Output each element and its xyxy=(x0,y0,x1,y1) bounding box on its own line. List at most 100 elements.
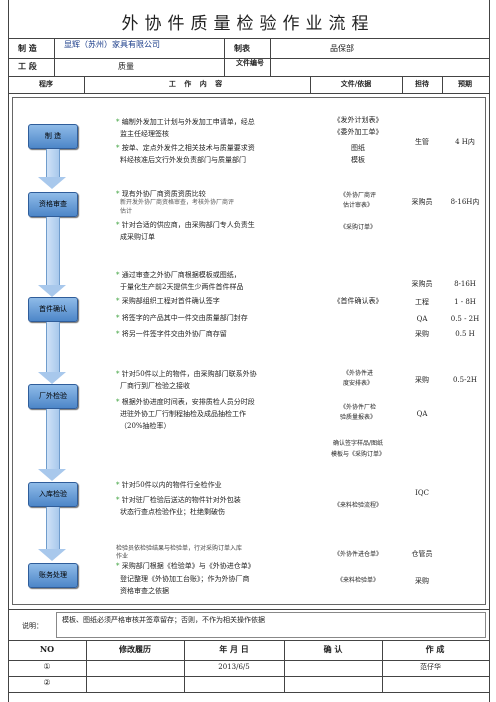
step3-owner1: 采购员 xyxy=(411,280,433,288)
step3-doc1: 《首件确认表》 xyxy=(333,297,383,305)
col-header-content: 工 作 内 容 xyxy=(168,79,226,88)
step3-line3: * 采购部组织工程对首件确认签字 xyxy=(116,297,220,305)
zhizhi-label: 制表 xyxy=(234,43,250,53)
flow-arrow xyxy=(38,409,66,481)
flow-arrow xyxy=(38,507,66,561)
step1-doc3: 图纸 xyxy=(351,144,365,152)
step1-doc1: 《发外计划表》 xyxy=(333,116,383,124)
rev-header-history: 修改履历 xyxy=(119,644,151,654)
step5-doc3: 《来料检验流程》 xyxy=(333,502,382,509)
step4-line2: 厂商行到厂检验之接收 xyxy=(120,382,190,390)
note-text: 模板、图纸必须严格审核并签章留存；否则，不作为相关操作依据 xyxy=(62,616,265,624)
step1-line3: * 按单、定点外发件之相关技术与质量要求资 xyxy=(116,144,255,152)
rev-row2-no: ② xyxy=(43,678,51,687)
step3-owner4: 采购 xyxy=(415,330,429,338)
col-header-owner: 担待 xyxy=(415,79,429,88)
step2-line2: 新开发外协厂商资格审查，考核外协厂商评 xyxy=(120,199,235,206)
step2-owner: 采购员 xyxy=(411,198,433,206)
docno-label: 文件编号 xyxy=(236,58,264,67)
step2-doc3: 《采购订单》 xyxy=(339,224,376,231)
step5-doc2: 模板与《采购订单》 xyxy=(330,451,385,458)
step2-line5: 成采购订单 xyxy=(120,233,155,241)
step3-time1: 8-16H xyxy=(454,280,476,288)
step-box-incoming-inspection: 入库检验 xyxy=(28,482,78,507)
step4-line3: * 根据外协进度时间表，安排质检人员分时段 xyxy=(116,398,255,406)
rev-row1-author: 范仔华 xyxy=(420,663,441,671)
step-box-external-inspection: 厂外检验 xyxy=(28,384,78,409)
flow-arrow xyxy=(38,322,66,384)
step1-line4: 料经核准后文行外发负责部门与质量部门 xyxy=(120,156,246,164)
step3-line1: * 通过审查之外协厂商根据模板或图纸， xyxy=(116,271,241,279)
rev-header-author: 作 成 xyxy=(425,644,445,654)
step4-owner2: QA xyxy=(416,410,428,418)
step6-owner1: 仓管员 xyxy=(411,550,433,558)
step6-doc1: 《外协件进仓单》 xyxy=(333,551,382,558)
step2-line3: 估计 xyxy=(120,208,133,215)
step1-line2: 监主任经理签核 xyxy=(120,130,169,138)
rev-header-no: NO xyxy=(39,644,55,654)
note-label: 说明： xyxy=(22,622,43,630)
step-box-qualification: 资格审查 xyxy=(28,192,78,217)
step5-owner1: IQC xyxy=(415,489,429,497)
col-header-time: 预期 xyxy=(458,79,472,88)
step4-owner1: 采购 xyxy=(415,376,429,384)
rev-header-date: 年 月 日 xyxy=(219,644,249,654)
step4-doc1: 《外协件进 xyxy=(342,370,373,377)
rev-row1-date: 2013/6/5 xyxy=(218,663,250,671)
step5-doc1: 确认签字样品/图纸 xyxy=(332,440,384,447)
step1-doc4: 模板 xyxy=(351,156,365,164)
step2-line4: * 针对合适的供应商，由采购部门专人负责生 xyxy=(116,221,255,229)
step4-line1: * 针对50件以上的物件，由采购部门联系外协 xyxy=(116,370,257,378)
step2-doc2: 估计审表》 xyxy=(342,202,373,209)
col-header-process: 程序 xyxy=(39,79,53,88)
step3-line4: * 将签字的产品其中一件交由质量部门封存 xyxy=(116,314,248,322)
step3-owner2: 工程 xyxy=(415,298,429,306)
step5-line2: * 针对驻厂检验后送达的物件针对外包装 xyxy=(116,496,241,504)
step6-line4: 登记整理《外协加工台账》；作为外协厂商 xyxy=(120,575,250,583)
gongduan-value: 质量 xyxy=(118,62,134,71)
step3-time3: 0.5 - 2H xyxy=(450,315,480,323)
step6-line3: * 采购部门根据《检验单》与《外协进仓单》 xyxy=(116,562,255,570)
step5-line3: 状态行查点检验作业；杜绝剩破伤 xyxy=(120,508,225,516)
step-box-zhizao: 制 造 xyxy=(28,124,78,149)
step6-line5: 资格审查之依据 xyxy=(120,587,169,595)
zhizao-value: 显辉（苏州）家具有限公司 xyxy=(64,40,160,49)
step1-time: 4 H内 xyxy=(455,138,475,146)
step4-line4: 进驻外协工厂行制程抽检及成品抽检工作 xyxy=(120,410,246,418)
step3-owner3: QA xyxy=(416,315,428,323)
zhizao-label: 制 造 xyxy=(18,43,37,53)
step4-doc2: 度安排表》 xyxy=(342,380,373,387)
step2-line1: * 现有外协厂商资质资质比较 xyxy=(116,190,206,198)
step2-time: 8-16H内 xyxy=(450,198,480,206)
page-title: 外协件质量检验作业流程 xyxy=(121,14,375,34)
step1-doc2: 《委外加工单》 xyxy=(333,128,383,136)
step4-doc3: 《外协件厂检 xyxy=(339,404,376,411)
gongduan-label: 工 段 xyxy=(18,61,37,71)
step-box-accounting: 账务处理 xyxy=(28,563,78,588)
step6-line1: 检验员依检验结果与检验单，行对采购订单入库 xyxy=(116,545,243,552)
step2-doc1: 《外协厂商评 xyxy=(339,192,376,199)
step1-owner: 生管 xyxy=(415,138,429,146)
step-box-first-article: 首件确认 xyxy=(28,297,78,322)
form-frame xyxy=(8,0,490,702)
step4-time1: 0.5-2H xyxy=(452,376,478,384)
step6-line2: 作业 xyxy=(116,553,129,560)
zhizhi-value: 品保部 xyxy=(330,44,354,53)
step3-time2: 1 - 8H xyxy=(454,298,476,306)
col-header-doc: 文件/依据 xyxy=(340,79,372,88)
step3-line5: * 将另一件签字件交由外协厂商存留 xyxy=(116,330,227,338)
step6-owner2: 采购 xyxy=(415,577,429,585)
step4-line5: （20%抽检率） xyxy=(120,422,171,430)
flow-arrow xyxy=(38,217,66,297)
step3-time4: 0.5 H xyxy=(455,330,475,338)
note-box xyxy=(56,612,486,638)
flow-area xyxy=(12,97,486,605)
step3-line2: 于量化生产前2天提供生少两件首件样品 xyxy=(120,283,244,291)
step4-doc4: 验质量报表》 xyxy=(339,414,376,421)
step1-line1: * 编制外发加工计划与外发加工申请单，经总 xyxy=(116,118,255,126)
step5-line1: * 针对50件以内的物件行全检作业 xyxy=(116,481,222,489)
rev-header-confirm: 确 认 xyxy=(323,644,343,654)
flow-arrow xyxy=(38,149,66,189)
rev-row1-no: ① xyxy=(43,662,51,671)
step6-doc2: 《来料检验单》 xyxy=(336,577,379,584)
